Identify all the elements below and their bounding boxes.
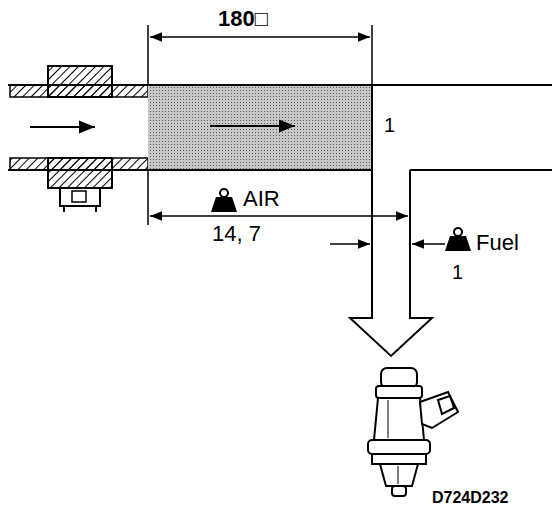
callout-number: 1 <box>384 115 395 135</box>
fuel-injector <box>380 464 418 486</box>
injector-shading <box>398 466 399 484</box>
fuel-injector <box>438 396 454 414</box>
fuel-injector <box>374 398 424 440</box>
weight-icon <box>445 236 471 251</box>
fuel-injector <box>368 440 430 454</box>
pipe-wall <box>410 169 552 171</box>
extension-line <box>371 25 373 85</box>
drawing-code: D724D232 <box>432 490 509 506</box>
air-volume <box>148 86 372 169</box>
meter-collar <box>48 158 112 188</box>
dimension-value: 1 <box>452 262 463 282</box>
fuel-injector <box>372 454 426 464</box>
flow-arrow <box>30 126 95 128</box>
dimension-value: 14, 7 <box>212 223 261 245</box>
weight-icon <box>211 197 237 212</box>
sensor-connector <box>60 188 100 206</box>
meter-bore <box>14 98 148 157</box>
connector-tab <box>63 206 65 212</box>
extension-line <box>409 210 411 262</box>
mass-label: AIR <box>243 188 280 210</box>
weight-icon <box>220 189 228 197</box>
injector-shading <box>388 400 389 438</box>
fuel-injector <box>376 386 422 398</box>
dimension-arrow <box>412 243 445 245</box>
mass-label: Fuel <box>476 232 519 254</box>
fuel-injector <box>392 486 406 496</box>
dimension-arrow <box>330 243 370 245</box>
connector-tab <box>95 206 97 212</box>
fuel-injector <box>420 392 458 428</box>
extension-line <box>147 170 149 225</box>
connector-pin <box>72 191 86 202</box>
dimension-line <box>150 215 408 217</box>
weight-icon <box>454 228 462 236</box>
dimension-label: 180□ <box>218 8 268 30</box>
down-arrow <box>371 85 373 170</box>
extension-line <box>147 25 149 85</box>
meter-collar <box>48 66 112 97</box>
flow-arrow <box>210 125 295 127</box>
fuel-injector <box>368 368 458 496</box>
down-arrow <box>350 85 432 356</box>
dimension-line <box>150 36 370 38</box>
